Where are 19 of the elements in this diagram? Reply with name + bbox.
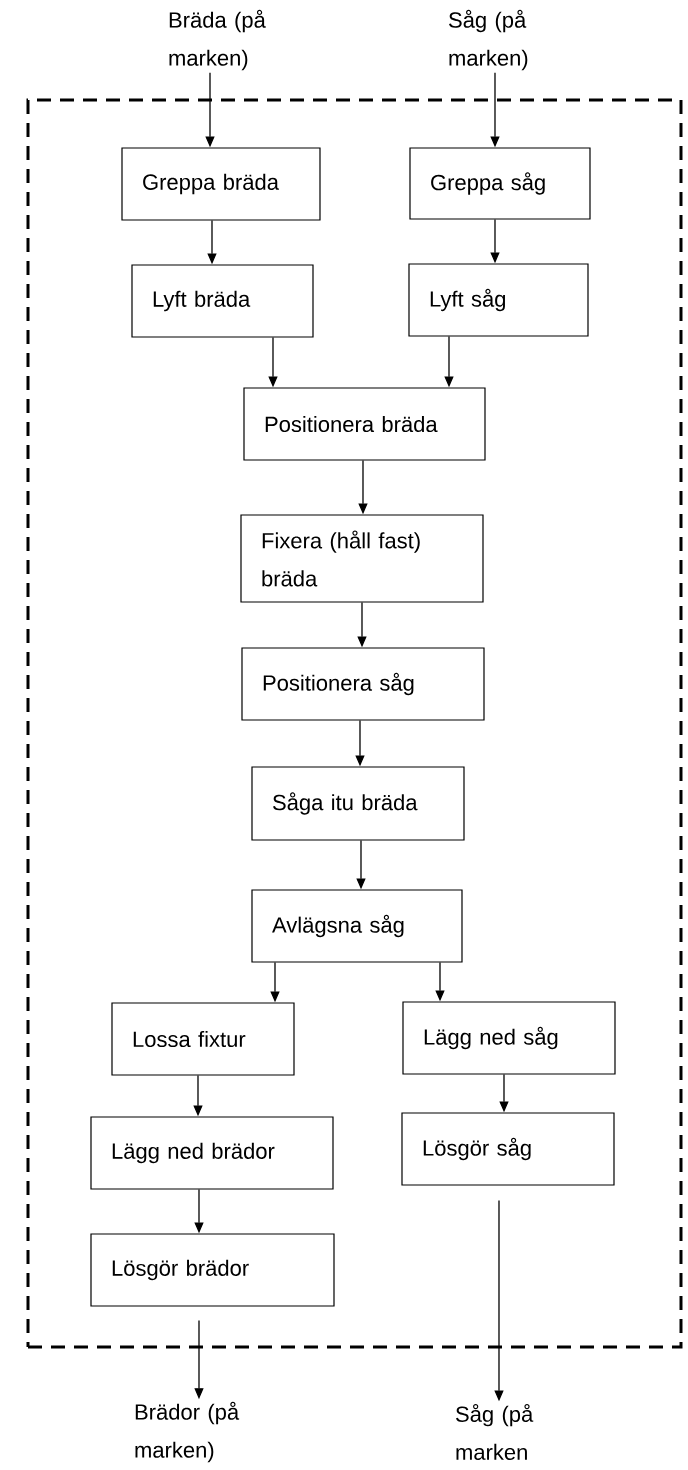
flow-label: Bräda (på marken) [169, 9, 266, 71]
process-box: Positionera såg [241, 647, 485, 721]
process-box: Greppa såg [409, 147, 591, 220]
process-box: Lägg ned brädor [90, 1116, 334, 1190]
process-box: Lösgör såg [401, 1112, 615, 1186]
flow-label: Brädor (på marken) [135, 1401, 240, 1463]
process-box: Positionera bräda [243, 387, 486, 461]
process-box: Såga itu bräda [251, 766, 465, 841]
process-box: Lägg ned såg [402, 1001, 616, 1075]
process-box: Lösgör brädor [90, 1233, 335, 1307]
process-box: Greppa bräda [121, 147, 321, 221]
process-box: Lyft bräda [131, 264, 314, 338]
process-box: Lossa fixtur [111, 1002, 295, 1076]
flow-label: Såg (på marken) [449, 9, 528, 71]
flow-label: Såg (på marken [456, 1404, 534, 1460]
process-box: Avlägsna såg [251, 889, 463, 963]
system-boundary [26, 98, 683, 1349]
process-box: Fixera (håll fast) bräda [240, 514, 484, 603]
process-box: Lyft såg [408, 263, 589, 337]
